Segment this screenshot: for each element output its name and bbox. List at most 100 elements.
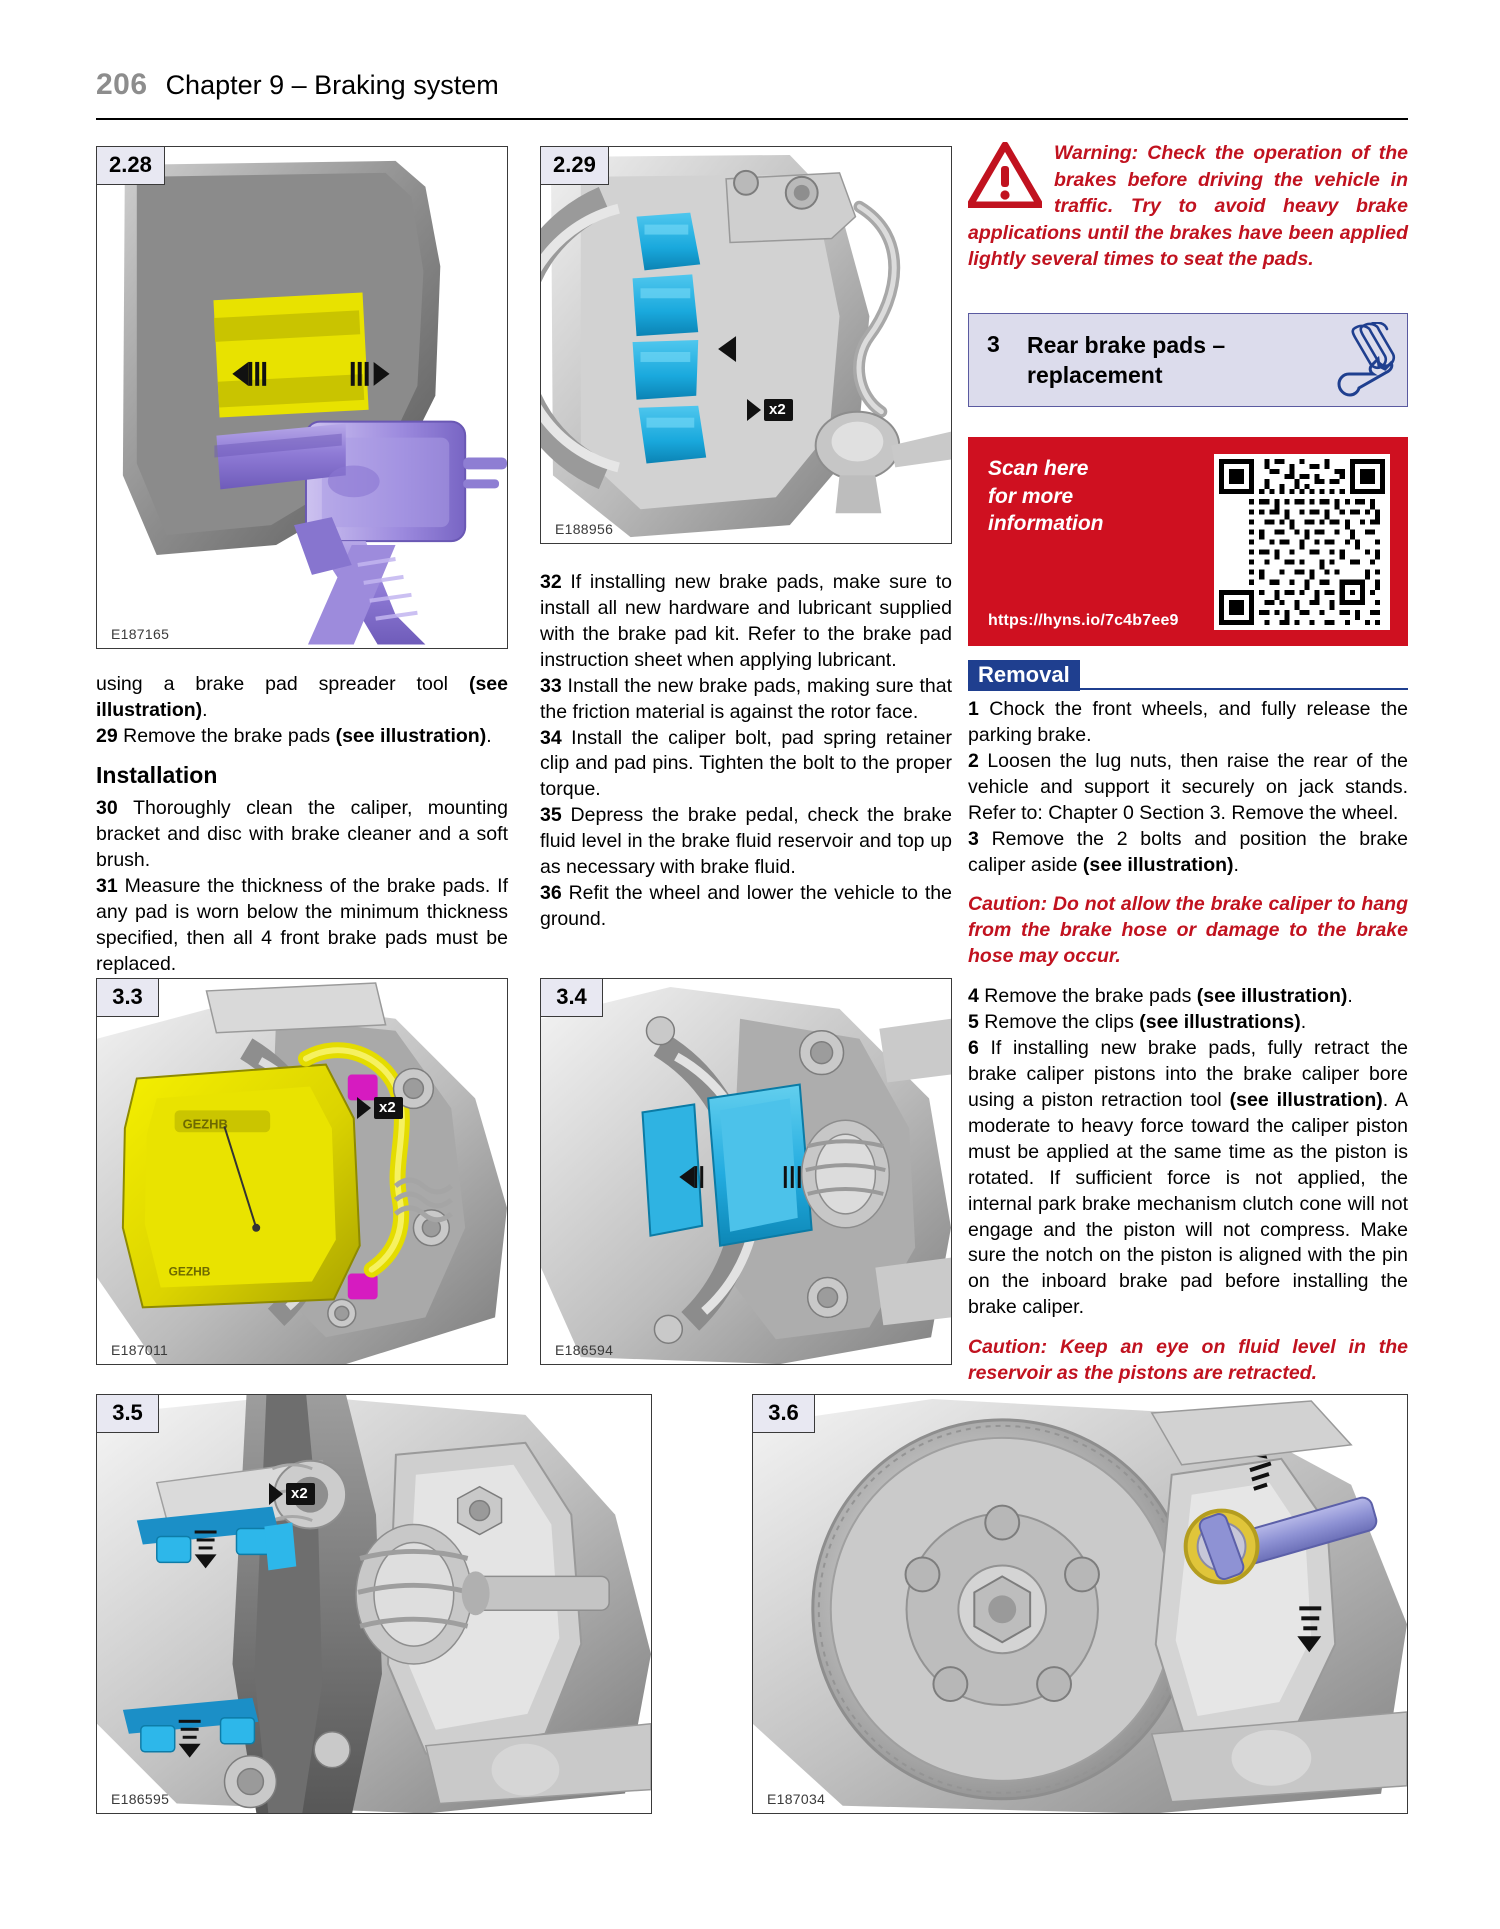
removal-heading-block: Removal <box>968 660 1408 691</box>
step-2-number: 2 <box>968 749 979 772</box>
qr-scan-line-1: Scan here <box>988 457 1089 480</box>
right-text-column: 1 Chock the front wheels, and fully rele… <box>968 697 1408 1387</box>
step-31-text: Measure the thickness of the brake pads.… <box>96 875 508 975</box>
figure-label-3-4: 3.4 <box>541 979 603 1017</box>
figure-label-2-28: 2.28 <box>97 147 165 185</box>
figure-3-4: 3.4 E186594 <box>540 978 952 1365</box>
paragraph-continued: using a brake pad spreader tool (see ill… <box>96 673 508 721</box>
step-30-text: Thoroughly clean the caliper, mounting b… <box>96 797 508 872</box>
qr-code-matrix <box>1219 459 1385 625</box>
step-6: 6 If installing new brake pads, fully re… <box>968 1036 1408 1321</box>
figure-label-3-6: 3.6 <box>753 1395 815 1433</box>
step-31: 31 Measure the thickness of the brake pa… <box>96 874 508 978</box>
section-number: 3 <box>987 331 1000 357</box>
figure-3-3-art: GEZHB GEZHB <box>97 979 507 1364</box>
step-35-text: Depress the brake pedal, check the brake… <box>540 804 952 879</box>
figure-3-3: GEZHB GEZHB <box>96 978 508 1365</box>
step-3: 3 Remove the 2 bolts and position the br… <box>968 827 1408 879</box>
figure-code-2-29: E188956 <box>555 521 614 537</box>
figure-label-3-3: 3.3 <box>97 979 159 1017</box>
warning-triangle-icon <box>968 142 1042 208</box>
step-1-text: Chock the front wheels, and fully releas… <box>968 698 1408 746</box>
step-33: 33 Install the new brake pads, making su… <box>540 674 952 726</box>
step-6-text: If installing new brake pads, fully retr… <box>968 1037 1408 1319</box>
step-1: 1 Chock the front wheels, and fully rele… <box>968 697 1408 749</box>
step-31-number: 31 <box>96 875 118 898</box>
step-3-number: 3 <box>968 827 979 850</box>
figure-3-4-art <box>541 979 951 1364</box>
page-number: 206 <box>96 68 148 101</box>
figure-2-28-art <box>97 147 507 648</box>
figure-2-29: x2 2.29 E188956 <box>540 146 952 544</box>
figure-3-5: x2 3.5 E186595 <box>96 1394 652 1814</box>
figure-3-5-x2-label: x2 <box>286 1483 315 1505</box>
step-2-text: Loosen the lug nuts, then raise the rear… <box>968 749 1409 824</box>
figure-3-5-x2-badge: x2 <box>269 1483 315 1505</box>
spacer-3 <box>968 1321 1408 1335</box>
step-30-number: 30 <box>96 797 118 820</box>
left-text-column: using a brake pad spreader tool (see ill… <box>96 672 508 978</box>
figure-3-3-x2-badge: x2 <box>357 1097 403 1119</box>
subheading-installation: Installation <box>96 761 218 788</box>
step-33-text: Install the new brake pads, making sure … <box>540 674 953 723</box>
step-30: 30 Thoroughly clean the caliper, mountin… <box>96 796 508 874</box>
figure-3-5-art <box>97 1395 651 1813</box>
spacer-2 <box>968 970 1408 984</box>
step-35: 35 Depress the brake pedal, check the br… <box>540 803 952 881</box>
step-36-number: 36 <box>540 882 562 905</box>
caution-2: Caution: Keep an eye on fluid level in t… <box>968 1336 1408 1385</box>
step-36: 36 Refit the wheel and lower the vehicle… <box>540 881 952 933</box>
figure-code-3-4: E186594 <box>555 1342 614 1358</box>
qr-url-text: https://hyns.io/7c4b7ee9 <box>988 612 1179 629</box>
step-1-number: 1 <box>968 698 979 720</box>
section-heading-box: 3 Rear brake pads – replacement <box>968 313 1408 407</box>
warning-text: Warning: Check the operation of the brak… <box>968 142 1408 271</box>
removal-heading-rule <box>968 688 1408 690</box>
figure-code-2-28: E187165 <box>111 626 170 642</box>
step-5-text: Remove the clips (see illustrations). <box>984 1011 1307 1034</box>
qr-scan-line-2: for more <box>988 484 1074 508</box>
step-32: 32 If installing new brake pads, make su… <box>540 570 952 674</box>
step-5: 5 Remove the clips (see illustrations). <box>968 1010 1408 1036</box>
step-32-text: If installing new brake pads, make sure … <box>540 571 952 671</box>
figure-3-3-x2-label: x2 <box>374 1097 403 1119</box>
section-title: Rear brake pads – replacement <box>1027 332 1226 388</box>
caution-1: Caution: Do not allow the brake caliper … <box>968 893 1408 968</box>
step-29-number: 29 <box>96 724 118 747</box>
step-29: 29 Remove the brake pads (see illustrati… <box>96 724 508 750</box>
figure-code-3-3: E187011 <box>111 1342 169 1358</box>
page-header: 206 Chapter 9 – Braking system <box>96 68 1408 120</box>
figure-code-3-5: E186595 <box>111 1791 170 1807</box>
step-33-number: 33 <box>540 674 562 697</box>
spanner-icon <box>1337 322 1396 397</box>
figure-2-29-art <box>541 147 951 543</box>
spacer-1 <box>968 878 1408 892</box>
step-2: 2 Loosen the lug nuts, then raise the re… <box>968 749 1408 827</box>
step-34-number: 34 <box>540 726 562 749</box>
figure-3-6: 3.6 E187034 <box>752 1394 1408 1814</box>
middle-text-column: 32 If installing new brake pads, make su… <box>540 570 952 933</box>
svg-text:GEZHB: GEZHB <box>183 1116 228 1131</box>
figure-2-29-x2-label: x2 <box>764 399 793 421</box>
step-3-text: Remove the 2 bolts and position the brak… <box>968 827 1408 876</box>
qr-code-icon[interactable] <box>1214 454 1390 630</box>
qr-scan-line-3: information <box>988 512 1104 536</box>
figure-label-3-5: 3.5 <box>97 1395 159 1433</box>
figure-3-6-art <box>753 1395 1407 1813</box>
figure-code-3-6: E187034 <box>767 1791 826 1807</box>
qr-scan-panel[interactable]: Scan here for more information https://h… <box>968 437 1408 646</box>
step-34-text: Install the caliper bolt, pad spring ret… <box>540 726 953 801</box>
step-32-number: 32 <box>540 571 562 593</box>
chapter-title: Chapter 9 – Braking system <box>165 70 499 100</box>
removal-heading-label: Removal <box>968 660 1080 691</box>
step-4: 4 Remove the brake pads (see illustratio… <box>968 984 1408 1010</box>
figure-2-28: 2.28 E187165 <box>96 146 508 649</box>
step-5-number: 5 <box>968 1011 979 1034</box>
step-29-text: Remove the brake pads (see illustration)… <box>123 724 492 747</box>
step-6-number: 6 <box>968 1037 979 1060</box>
svg-text:GEZHB: GEZHB <box>169 1265 211 1279</box>
warning-block: Warning: Check the operation of the brak… <box>968 140 1408 273</box>
step-35-number: 35 <box>540 804 562 827</box>
step-4-text: Remove the brake pads (see illustration)… <box>984 985 1353 1008</box>
